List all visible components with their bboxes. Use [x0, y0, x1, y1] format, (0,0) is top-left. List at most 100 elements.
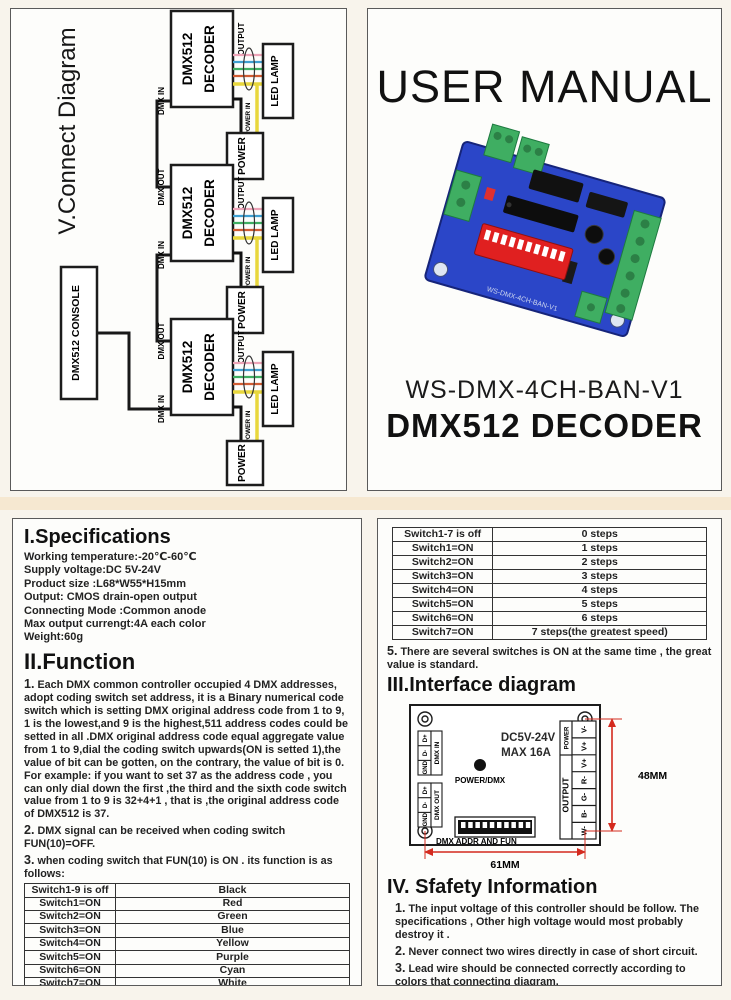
connect-diagram-panel: V.Connect Diagram DMX512 DECODER OUTPUT [10, 8, 347, 491]
item-text: There are several switches is ON at the … [387, 646, 712, 671]
power-label: POWER [237, 443, 248, 482]
output-terminal [558, 720, 597, 840]
manual-title: USER MANUAL [376, 61, 713, 112]
cover-panel: USER MANUAL [367, 8, 722, 491]
led [483, 187, 496, 202]
dmx-in-connector [416, 730, 443, 776]
power-wire [233, 251, 243, 287]
dmx-in-label: DMX IN [157, 395, 166, 423]
decoder-box [169, 163, 235, 263]
specifications-heading: I.Specifications [24, 526, 171, 548]
decoder-label: DMX512 [180, 187, 195, 240]
led-lamp-label: LED LAMP [270, 363, 281, 414]
dip-label: DMX ADDR AND FUN [436, 837, 517, 846]
out-pin-label: G- [579, 792, 588, 801]
max-current-label: MAX 16A [501, 747, 551, 759]
output-label: OUTPUT [237, 176, 246, 209]
output-wires [233, 207, 263, 287]
console-label: DMX512 CONSOLE [70, 285, 82, 381]
item-text: The input voltage of this controller sho… [395, 902, 699, 941]
out-pin-label: V+ [579, 741, 588, 751]
table-cell: Switch1=ON [391, 541, 494, 556]
out-pin-label: V+ [579, 758, 588, 768]
cable-loop [242, 355, 256, 399]
table-cell: Green [115, 910, 350, 925]
dmx-out-connector [416, 782, 443, 828]
led-lamp-box [261, 196, 295, 274]
table-cell: Switch2=ON [391, 555, 494, 570]
item-number: 1. [395, 900, 406, 915]
item-text: Never connect two wires directly in case… [408, 945, 698, 958]
dmx-in-label: DMX IN [157, 87, 166, 115]
decoder-label: DMX512 [180, 341, 195, 394]
power-in-label: POWER IN [245, 102, 252, 135]
power-led [473, 758, 486, 771]
decoder-unit-1: DMX512 DECODER OUTPUT LED LAMP POWER IN … [157, 9, 295, 181]
item-number: 3. [395, 960, 406, 975]
table-cell: Purple [115, 950, 350, 965]
table-cell: 7 steps(the greatest speed) [492, 625, 708, 640]
item-number: 3. [24, 853, 35, 868]
spec-line: Max output currengt:4A each color [24, 618, 206, 631]
table-cell: Switch5=ON [391, 597, 494, 612]
out-pin-label: W- [579, 826, 588, 836]
numbered-item: 5.There are several switches is ON at th… [387, 644, 712, 672]
item-number: 5. [387, 644, 398, 658]
power-in-label: POWER IN [245, 410, 252, 443]
table-cell: 5 steps [492, 597, 708, 612]
table-cell: Blue [115, 923, 350, 938]
table-cell: Switch1-7 is off [391, 527, 494, 542]
dmx-in-label: DMX IN [157, 241, 166, 269]
numbered-item: 1.The input voltage of this controller s… [395, 901, 712, 942]
led-lamp-label: LED LAMP [270, 55, 281, 106]
table-cell: Switch1=ON [24, 896, 116, 912]
spec-line: Working temperature:-20℃-60℃ [24, 551, 197, 563]
output-label: OUTPUT [237, 22, 246, 55]
power-label: POWER [237, 136, 248, 175]
table-cell: Switch6=ON [24, 963, 116, 979]
pin-label: D+ [423, 734, 429, 742]
power-box [225, 439, 265, 487]
spec-line: Output: CMOS drain-open output [24, 591, 197, 604]
table-cell: 0 steps [492, 527, 708, 542]
connect-diagram-title: V.Connect Diagram [54, 27, 81, 234]
spec-line: Product size :L68*W55*H15mm [24, 577, 186, 590]
decoder-box [169, 317, 235, 417]
output-wires [233, 361, 263, 441]
model-number: WS-DMX-4CH-BAN-V1 [405, 376, 684, 404]
spec-line: Connecting Mode :Common anode [24, 604, 207, 617]
item-text: DMX signal can be received when coding s… [24, 825, 286, 851]
function-items: 1.Each DMX common controller occupied 4 … [24, 677, 350, 881]
console-box [59, 265, 99, 401]
product-name: DMX512 DECODER [386, 407, 703, 444]
power-in-label: POWER IN [245, 256, 252, 289]
specifications-panel: I.Specifications Working temperature:-20… [12, 518, 362, 986]
table-cell: Red [115, 896, 350, 912]
interface-heading: III.Interface diagram [387, 673, 576, 696]
safety-heading: IV. Sfafety Information [387, 875, 598, 898]
table-cell: 6 steps [492, 611, 708, 626]
table-cell: 3 steps [492, 569, 708, 584]
pin-label: D- [423, 750, 429, 756]
power-section-label: POWER [564, 726, 570, 749]
terminal-blocks [442, 123, 662, 325]
dim-width-label: 61MM [490, 859, 519, 871]
power-wire [233, 405, 243, 441]
decoder-label: DMX512 [180, 33, 195, 86]
table-cell: Yellow [115, 936, 350, 952]
divider-band [0, 497, 731, 510]
pin-label: GND [423, 812, 429, 826]
table-cell: Switch7=ON [391, 625, 494, 640]
item-text: Lead wire should be connected correctly … [395, 962, 686, 986]
